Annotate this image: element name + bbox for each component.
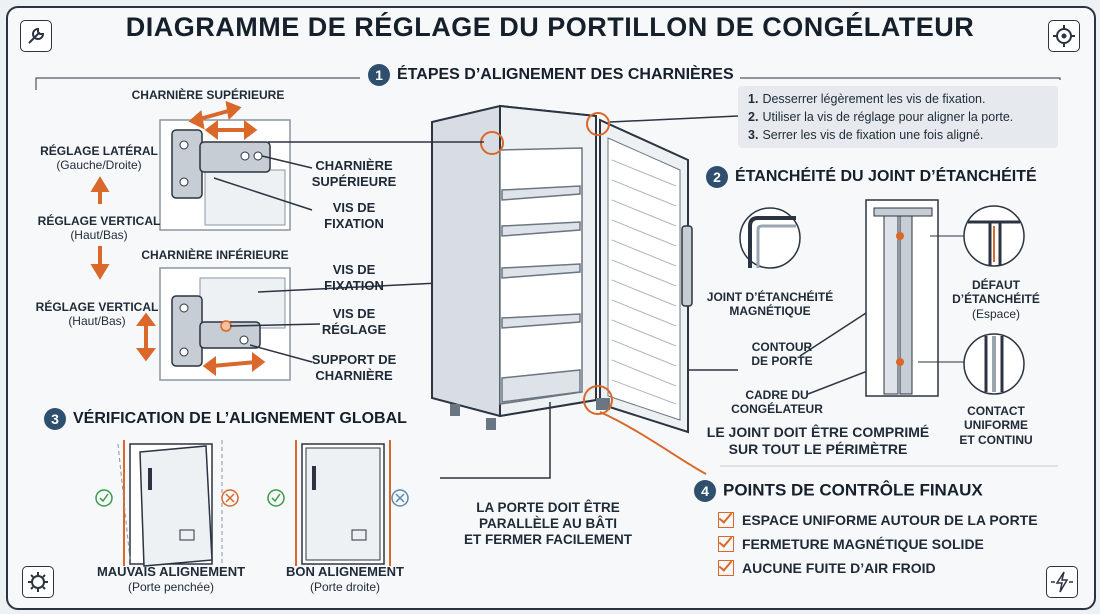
top-hinge-plate xyxy=(171,129,203,199)
lightning-icon xyxy=(1046,566,1078,598)
final-checklist: ESPACE UNIFORME AUTOUR DE LA PORTE FERME… xyxy=(718,508,1038,580)
adjust-screw-highlight xyxy=(220,320,232,332)
page-title: DIAGRAMME DE RÉGLAGE DU PORTILLON DE CON… xyxy=(125,12,975,42)
top-hinge-title: CHARNIÈRE SUPÉRIEURE xyxy=(131,88,285,102)
alignment-steps: 1.Desserrer légèrement les vis de fixati… xyxy=(738,86,1058,148)
step-3: 3.Serrer les vis de fixation une fois al… xyxy=(748,128,984,143)
bottom-hinge-title: CHARNIÈRE INFÉRIEURE xyxy=(141,248,289,262)
step-1: 1.Desserrer légèrement les vis de fixati… xyxy=(748,92,986,106)
vertical-adjust-label-top: RÉGLAGE VERTICAL(Haut/Bas) xyxy=(37,214,161,243)
top-hinge-screw xyxy=(179,140,189,150)
checklist-item: ESPACE UNIFORME AUTOUR DE LA PORTE xyxy=(718,508,1038,532)
freezer-illustration xyxy=(431,104,693,434)
adjust-arrows xyxy=(90,100,266,376)
checkbox-icon xyxy=(718,536,734,552)
wrench-icon xyxy=(20,20,52,52)
checkbox-icon xyxy=(718,512,734,528)
vertical-adjust-label-bottom: RÉGLAGE VERTICAL(Haut/Bas) xyxy=(35,300,159,329)
checklist-item: FERMETURE MAGNÉTIQUE SOLIDE xyxy=(718,532,1038,556)
gear-settings-icon xyxy=(1048,20,1080,52)
gear-icon xyxy=(22,566,54,598)
good-alignment-label: BON ALIGNEMENT(Porte droite) xyxy=(286,564,404,594)
step-2: 2.Utiliser la vis de réglage pour aligne… xyxy=(748,110,1014,125)
lateral-adjust-label: RÉGLAGE LATÉRAL(Gauche/Droite) xyxy=(40,144,158,173)
seal-detail xyxy=(720,199,1058,467)
checkbox-icon xyxy=(718,560,734,576)
bad-alignment-label: MAUVAIS ALIGNEMENT(Porte penchée) xyxy=(96,564,246,594)
checklist-item: AUCUNE FUITE D’AIR FROID xyxy=(718,556,1038,580)
alignment-check xyxy=(95,440,409,567)
